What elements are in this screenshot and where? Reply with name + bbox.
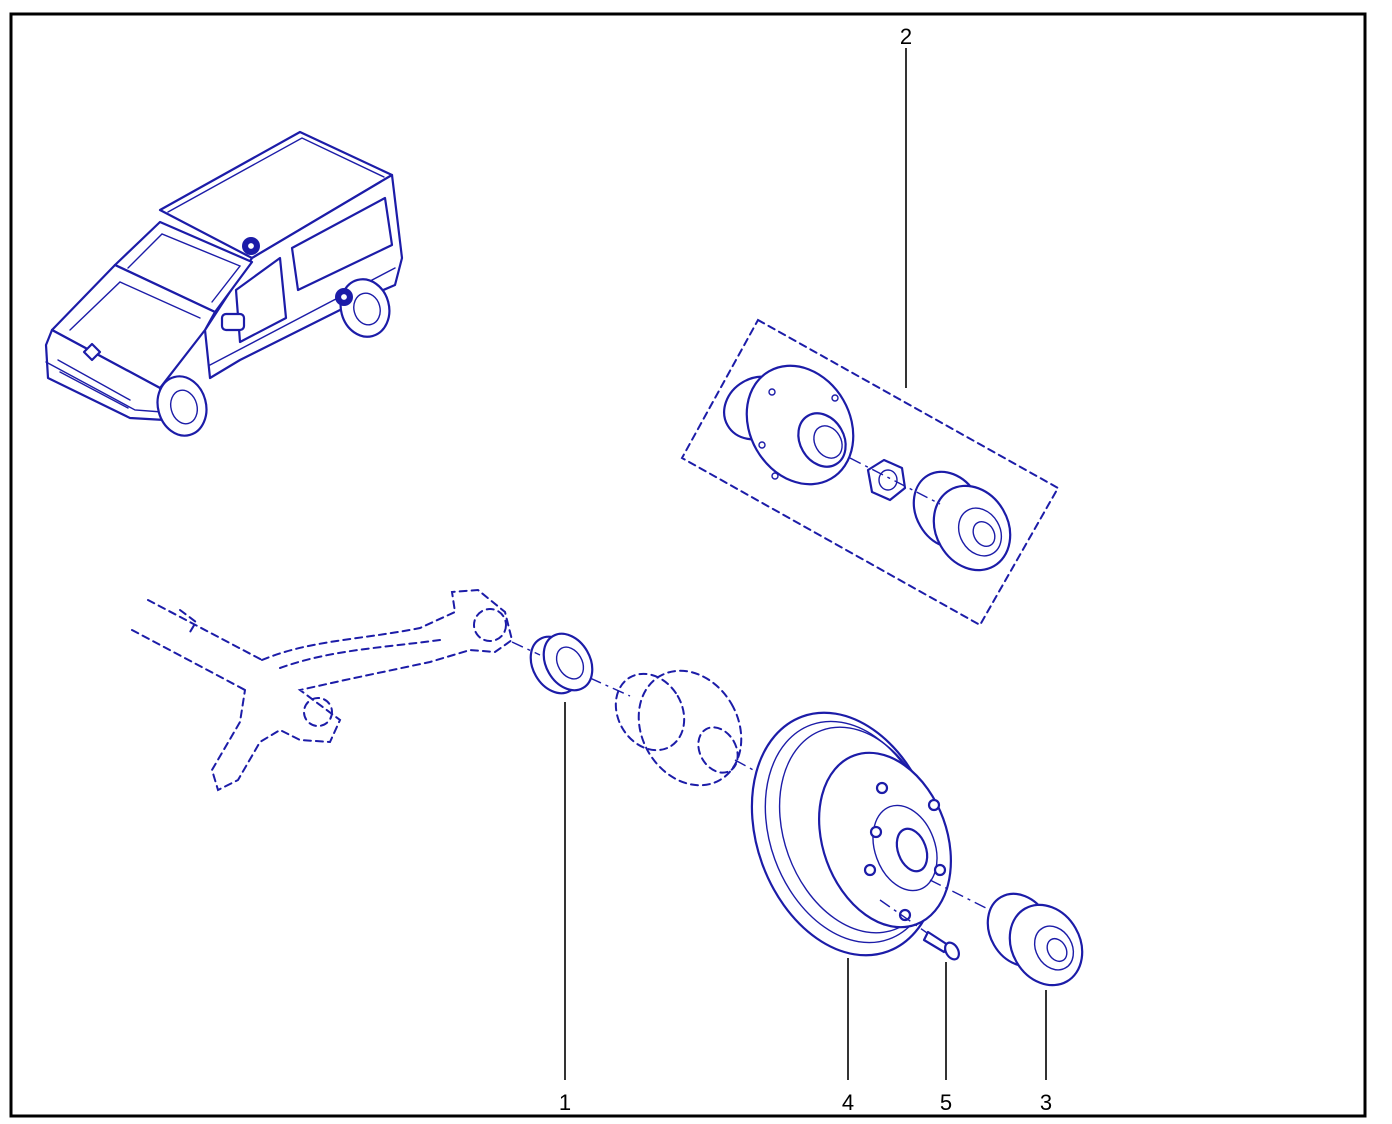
part-1-seal: [529, 632, 594, 695]
hub-dashed: [614, 669, 743, 787]
hub-kit-assembly: [680, 318, 1060, 627]
kit-dashed-outline: [680, 318, 1060, 627]
diagram-frame: [9, 12, 1367, 1118]
van-illustration: [44, 130, 404, 437]
axle-beam-dashed: [131, 588, 514, 792]
callout-1: 1: [559, 1090, 571, 1115]
callout-5: 5: [940, 1090, 952, 1115]
callout-2: 2: [900, 24, 912, 49]
callout-3: 3: [1040, 1090, 1052, 1115]
callout-4: 4: [842, 1090, 854, 1115]
part-5-screw: [922, 930, 960, 961]
part-3-bearing: [986, 892, 1084, 987]
part-4-brake-drum: [750, 711, 952, 957]
